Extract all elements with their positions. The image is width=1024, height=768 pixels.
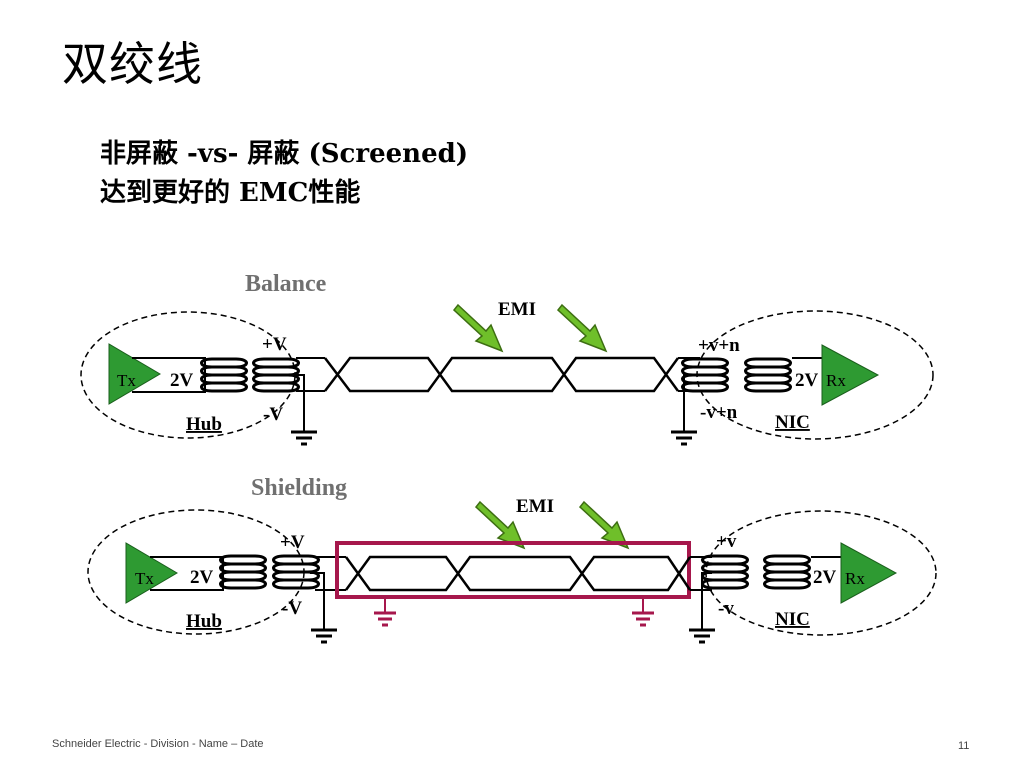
transformer-coil-icon	[681, 357, 729, 393]
cable-shield	[335, 541, 691, 599]
ground-icon	[289, 414, 319, 446]
subtitle-line-2: 达到更好的 EMC性能	[100, 178, 361, 208]
page-number: 11	[958, 740, 970, 752]
plus-v-small-label: +v	[716, 531, 737, 552]
twisted-pair-wire-b	[344, 555, 692, 592]
transformer-coil-icon	[744, 357, 792, 393]
minus-v-label: -V	[282, 598, 302, 619]
shield-ground-icon	[630, 595, 656, 627]
plus-v-label: +V	[262, 334, 287, 355]
slide-title: 双绞线	[62, 37, 203, 91]
transformer-coil-icon	[219, 554, 267, 590]
shielding-label: Shielding	[251, 475, 347, 501]
tx-label: Tx	[135, 569, 154, 588]
minus-v-label: -V	[263, 404, 283, 425]
nic-voltage-label: 2V	[813, 567, 837, 588]
hub-voltage-label: 2V	[170, 370, 194, 391]
balance-emi-label: EMI	[498, 299, 536, 320]
plus-v-label: +V	[280, 532, 305, 553]
minus-v-small-label: -v	[718, 598, 734, 619]
twisted-pair-wire-b	[324, 356, 680, 393]
nic-label: NIC	[775, 412, 810, 433]
plus-v-n-label: +v+n	[698, 335, 740, 356]
shield-ground-icon	[372, 595, 398, 627]
hub-label: Hub	[186, 611, 222, 632]
footer-text: Schneider Electric - Division - Name – D…	[52, 738, 264, 750]
twisted-pair-wire-a	[344, 555, 692, 592]
subtitle-line-1: 非屏蔽 -vs- 屏蔽 (Screened)	[100, 139, 469, 169]
transformer-coil-icon	[200, 357, 248, 393]
rx-amplifier-icon	[840, 542, 898, 604]
hub-voltage-label: 2V	[190, 567, 214, 588]
minus-v-n-label: -v+n	[700, 402, 738, 423]
emi-arrow-icon	[453, 304, 503, 352]
balance-label: Balance	[245, 271, 327, 297]
transformer-coil-icon	[701, 554, 749, 590]
shielding-emi-label: EMI	[516, 496, 554, 517]
ground-icon	[669, 414, 699, 446]
emi-arrow-icon	[557, 304, 607, 352]
transformer-coil-icon	[763, 554, 811, 590]
rx-label: Rx	[826, 371, 846, 390]
rx-amplifier-icon	[821, 344, 880, 406]
rx-label: Rx	[845, 569, 865, 588]
twisted-pair-wire-a	[324, 356, 680, 393]
hub-label: Hub	[186, 414, 222, 435]
nic-label: NIC	[775, 609, 810, 630]
tx-label: Tx	[117, 371, 136, 390]
nic-voltage-label: 2V	[795, 370, 819, 391]
ground-icon	[309, 612, 339, 644]
ground-icon	[687, 612, 717, 644]
